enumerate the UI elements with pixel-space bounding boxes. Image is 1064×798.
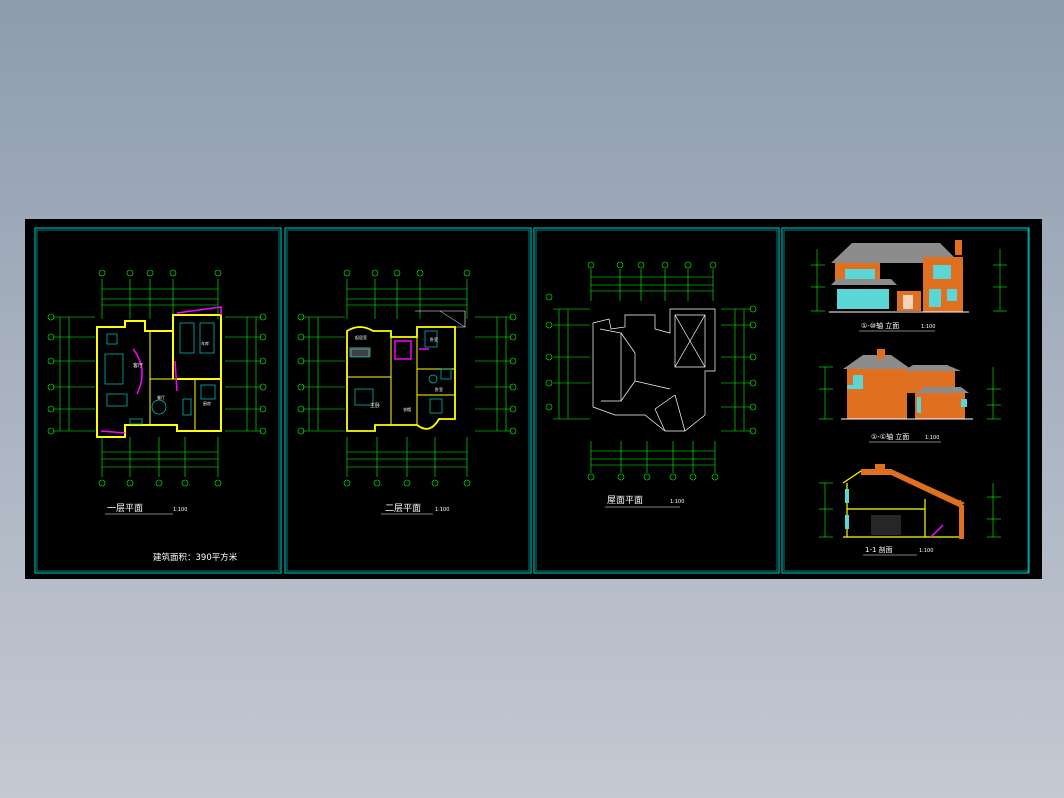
section-title: 1-1 剖面 [865, 545, 893, 554]
svg-text:起居室: 起居室 [355, 334, 367, 340]
building-area-note: 建筑面积：390平方米 [153, 552, 238, 563]
roof-plan-scale: 1:100 [670, 499, 684, 505]
frame-panel-3 [533, 227, 780, 574]
front-elevation-scale: 1:100 [921, 324, 935, 330]
second-floor-title: 二层平面 [385, 503, 421, 514]
frame-panel-2 [284, 227, 532, 574]
ground-floor-scale: 1:100 [173, 507, 187, 513]
second-floor-plan: 起居室 主卧 卧室 卧室 衣帽 二层平面 1:100 [297, 269, 517, 515]
side-elevation-scale: 1:100 [925, 435, 939, 441]
ground-floor-plan: 客厅 车库 餐厅 厨房 一层平面 1:100 建筑面积：390平方米 [47, 269, 267, 563]
svg-text:卧室: 卧室 [435, 386, 443, 392]
roof-plan-title: 屋面平面 [607, 495, 643, 506]
sheet-frames [34, 227, 1030, 574]
svg-text:卧室: 卧室 [430, 336, 438, 342]
elevations-and-section: ①-⑩轴 立面 1:100 ①-①轴 立面 [811, 240, 1007, 556]
second-floor-scale: 1:100 [435, 507, 449, 513]
section-scale: 1:100 [919, 548, 933, 554]
ground-floor-title: 一层平面 [107, 503, 143, 514]
svg-text:衣帽: 衣帽 [403, 406, 411, 412]
svg-text:车库: 车库 [201, 340, 209, 346]
frame-panel-1 [34, 227, 282, 574]
front-elevation-title: ①-⑩轴 立面 [861, 321, 899, 330]
side-elevation-title: ①-①轴 立面 [871, 432, 909, 441]
section-view: 1-1 剖面 1:100 [819, 464, 1001, 556]
side-elevation: ①-①轴 立面 1:100 [819, 349, 1001, 443]
roof-plan: 屋面平面 1:100 [545, 261, 757, 508]
cad-drawing-sheet: 客厅 车库 餐厅 厨房 一层平面 1:100 建筑面积：390平方米 [25, 219, 1042, 579]
svg-text:餐厅: 餐厅 [157, 394, 165, 400]
svg-text:厨房: 厨房 [203, 400, 211, 406]
svg-text:主卧: 主卧 [370, 402, 380, 409]
svg-text:客厅: 客厅 [133, 362, 143, 369]
front-elevation: ①-⑩轴 立面 1:100 [811, 240, 1007, 332]
